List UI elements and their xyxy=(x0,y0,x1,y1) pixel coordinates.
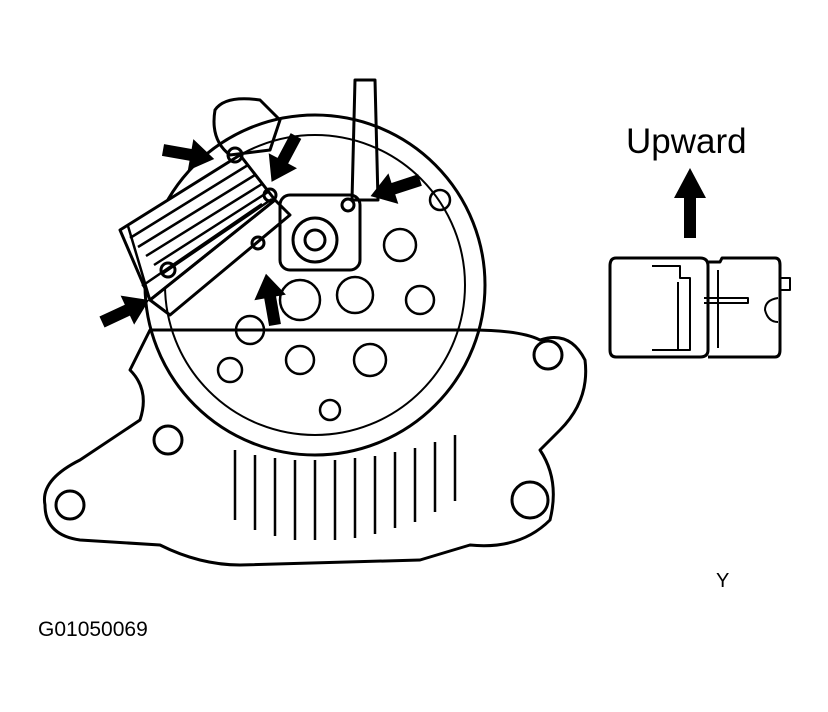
figure-code: G01050069 xyxy=(38,618,148,641)
pointer-arrow-icon xyxy=(99,295,150,328)
mount-hole xyxy=(510,480,550,520)
mount-hole xyxy=(152,424,184,456)
upward-label: Upward xyxy=(626,122,747,161)
regulator-connector xyxy=(212,97,282,157)
cooling-fins xyxy=(233,435,457,540)
up-arrow-icon xyxy=(674,168,706,238)
screw xyxy=(340,197,356,213)
alternator-housing xyxy=(42,328,588,567)
screw xyxy=(250,235,266,251)
pointer-arrow-icon xyxy=(254,273,286,327)
pointer-arrow-icon xyxy=(161,139,215,171)
connector-view xyxy=(608,256,791,359)
bolt xyxy=(159,261,177,279)
cover-vents xyxy=(216,188,452,422)
brush-holder-boss xyxy=(291,216,339,264)
brush-holder xyxy=(278,193,362,272)
pointer-arrow-icon xyxy=(268,133,302,182)
view-label: Y xyxy=(716,570,730,592)
mount-hole xyxy=(532,339,564,371)
screw xyxy=(262,187,278,203)
pointer-arrow-icon xyxy=(370,173,422,204)
bolt xyxy=(226,146,244,164)
terminal-stud xyxy=(350,78,380,202)
mount-hole xyxy=(54,489,86,521)
